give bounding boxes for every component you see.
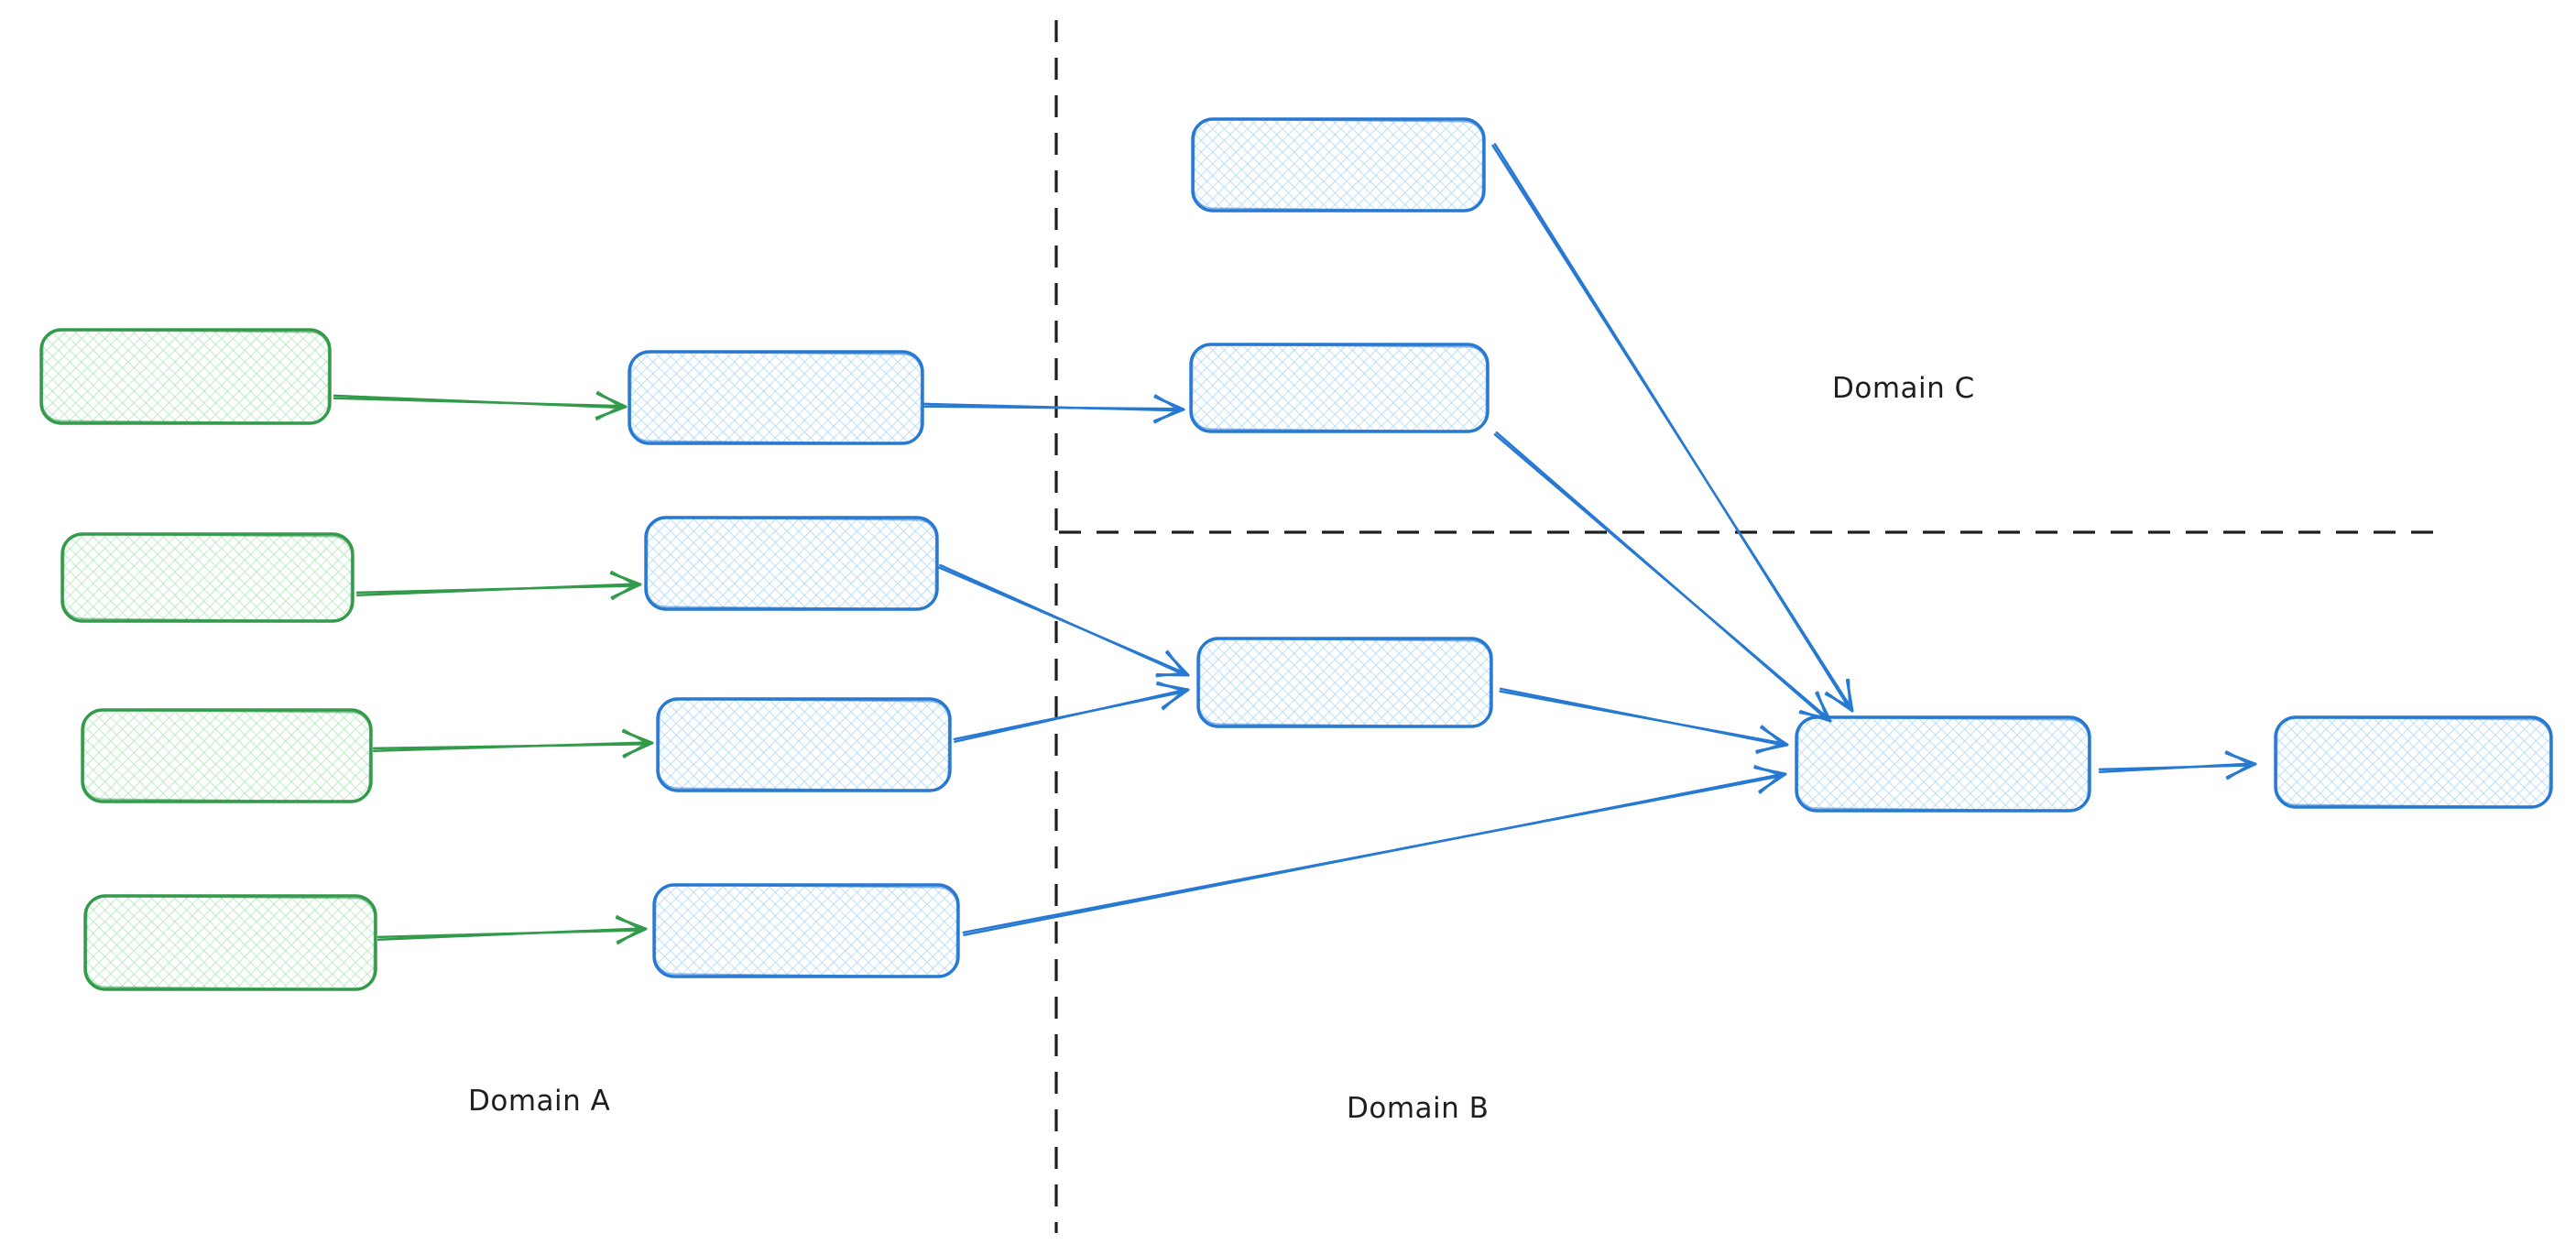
node-b4 xyxy=(652,883,960,978)
arrow-b4-r1 xyxy=(962,765,1787,936)
node-r1 xyxy=(1795,715,2091,813)
node-b1 xyxy=(628,350,924,445)
arrow-c2-r1 xyxy=(1493,431,1832,723)
node-b2 xyxy=(644,516,939,611)
arrow-g4-b4 xyxy=(377,914,648,945)
arrow-r1-r2 xyxy=(2098,750,2257,780)
label-domain-a: Domain A xyxy=(468,1085,610,1118)
node-c2 xyxy=(1189,343,1490,433)
divider-layer xyxy=(1054,20,2448,1233)
label-layer: Domain A Domain B Domain C xyxy=(468,372,1975,1125)
edge-layer xyxy=(333,143,2257,945)
node-c3 xyxy=(1196,637,1493,728)
arrow-b1-c2 xyxy=(922,394,1185,424)
node-g3 xyxy=(81,708,373,803)
arrow-c3-r1 xyxy=(1499,687,1789,755)
node-layer xyxy=(39,117,2553,991)
node-b3 xyxy=(656,697,952,792)
arrow-c1-r1 xyxy=(1491,143,1854,713)
arrow-b3-c3 xyxy=(953,681,1190,743)
arrow-b2-c3 xyxy=(938,563,1190,678)
label-domain-c: Domain C xyxy=(1832,372,1975,405)
label-domain-b: Domain B xyxy=(1347,1092,1489,1125)
node-g2 xyxy=(60,532,355,623)
arrow-g1-b1 xyxy=(333,390,628,421)
node-c1 xyxy=(1191,117,1486,213)
node-g1 xyxy=(39,328,332,425)
arrow-g3-b3 xyxy=(372,728,654,758)
node-g4 xyxy=(83,894,377,991)
node-r2 xyxy=(2274,715,2553,809)
arrow-g2-b2 xyxy=(355,570,642,601)
